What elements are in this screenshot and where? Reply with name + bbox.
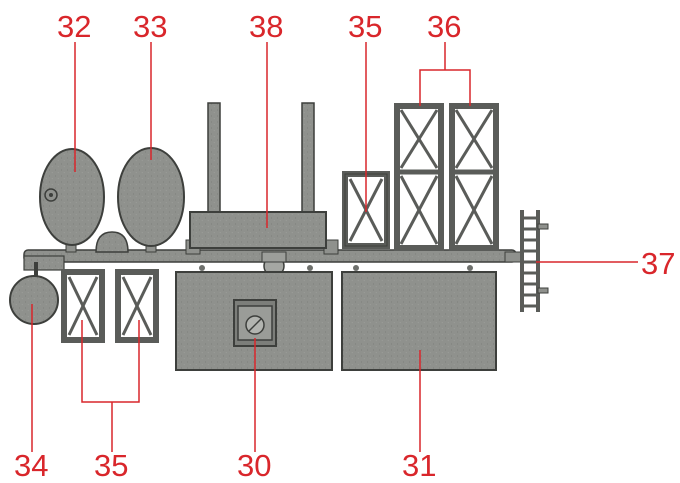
small-dome bbox=[95, 231, 129, 253]
callout-32: 32 bbox=[57, 9, 92, 44]
part-35-bottom-frames bbox=[61, 269, 159, 343]
callout-31: 31 bbox=[402, 448, 437, 483]
callout-37: 37 bbox=[641, 246, 676, 281]
part-37-ladder bbox=[520, 210, 549, 312]
callout-33: 33 bbox=[133, 9, 168, 44]
callout-35-top: 35 bbox=[348, 9, 383, 44]
part-31-panel bbox=[341, 271, 497, 371]
part-32-dish bbox=[39, 148, 105, 253]
callout-38: 38 bbox=[249, 9, 284, 44]
callout-30: 30 bbox=[237, 448, 272, 483]
part-30-panel bbox=[175, 271, 333, 371]
callout-34: 34 bbox=[14, 448, 49, 483]
part-38-posts bbox=[189, 102, 327, 249]
callout-36: 36 bbox=[427, 9, 462, 44]
part-34-disc bbox=[9, 262, 59, 325]
callout-35-bottom: 35 bbox=[94, 448, 129, 483]
leader-lines bbox=[31, 42, 638, 452]
part-33-dish bbox=[117, 147, 185, 253]
part-36-towers bbox=[394, 103, 499, 251]
